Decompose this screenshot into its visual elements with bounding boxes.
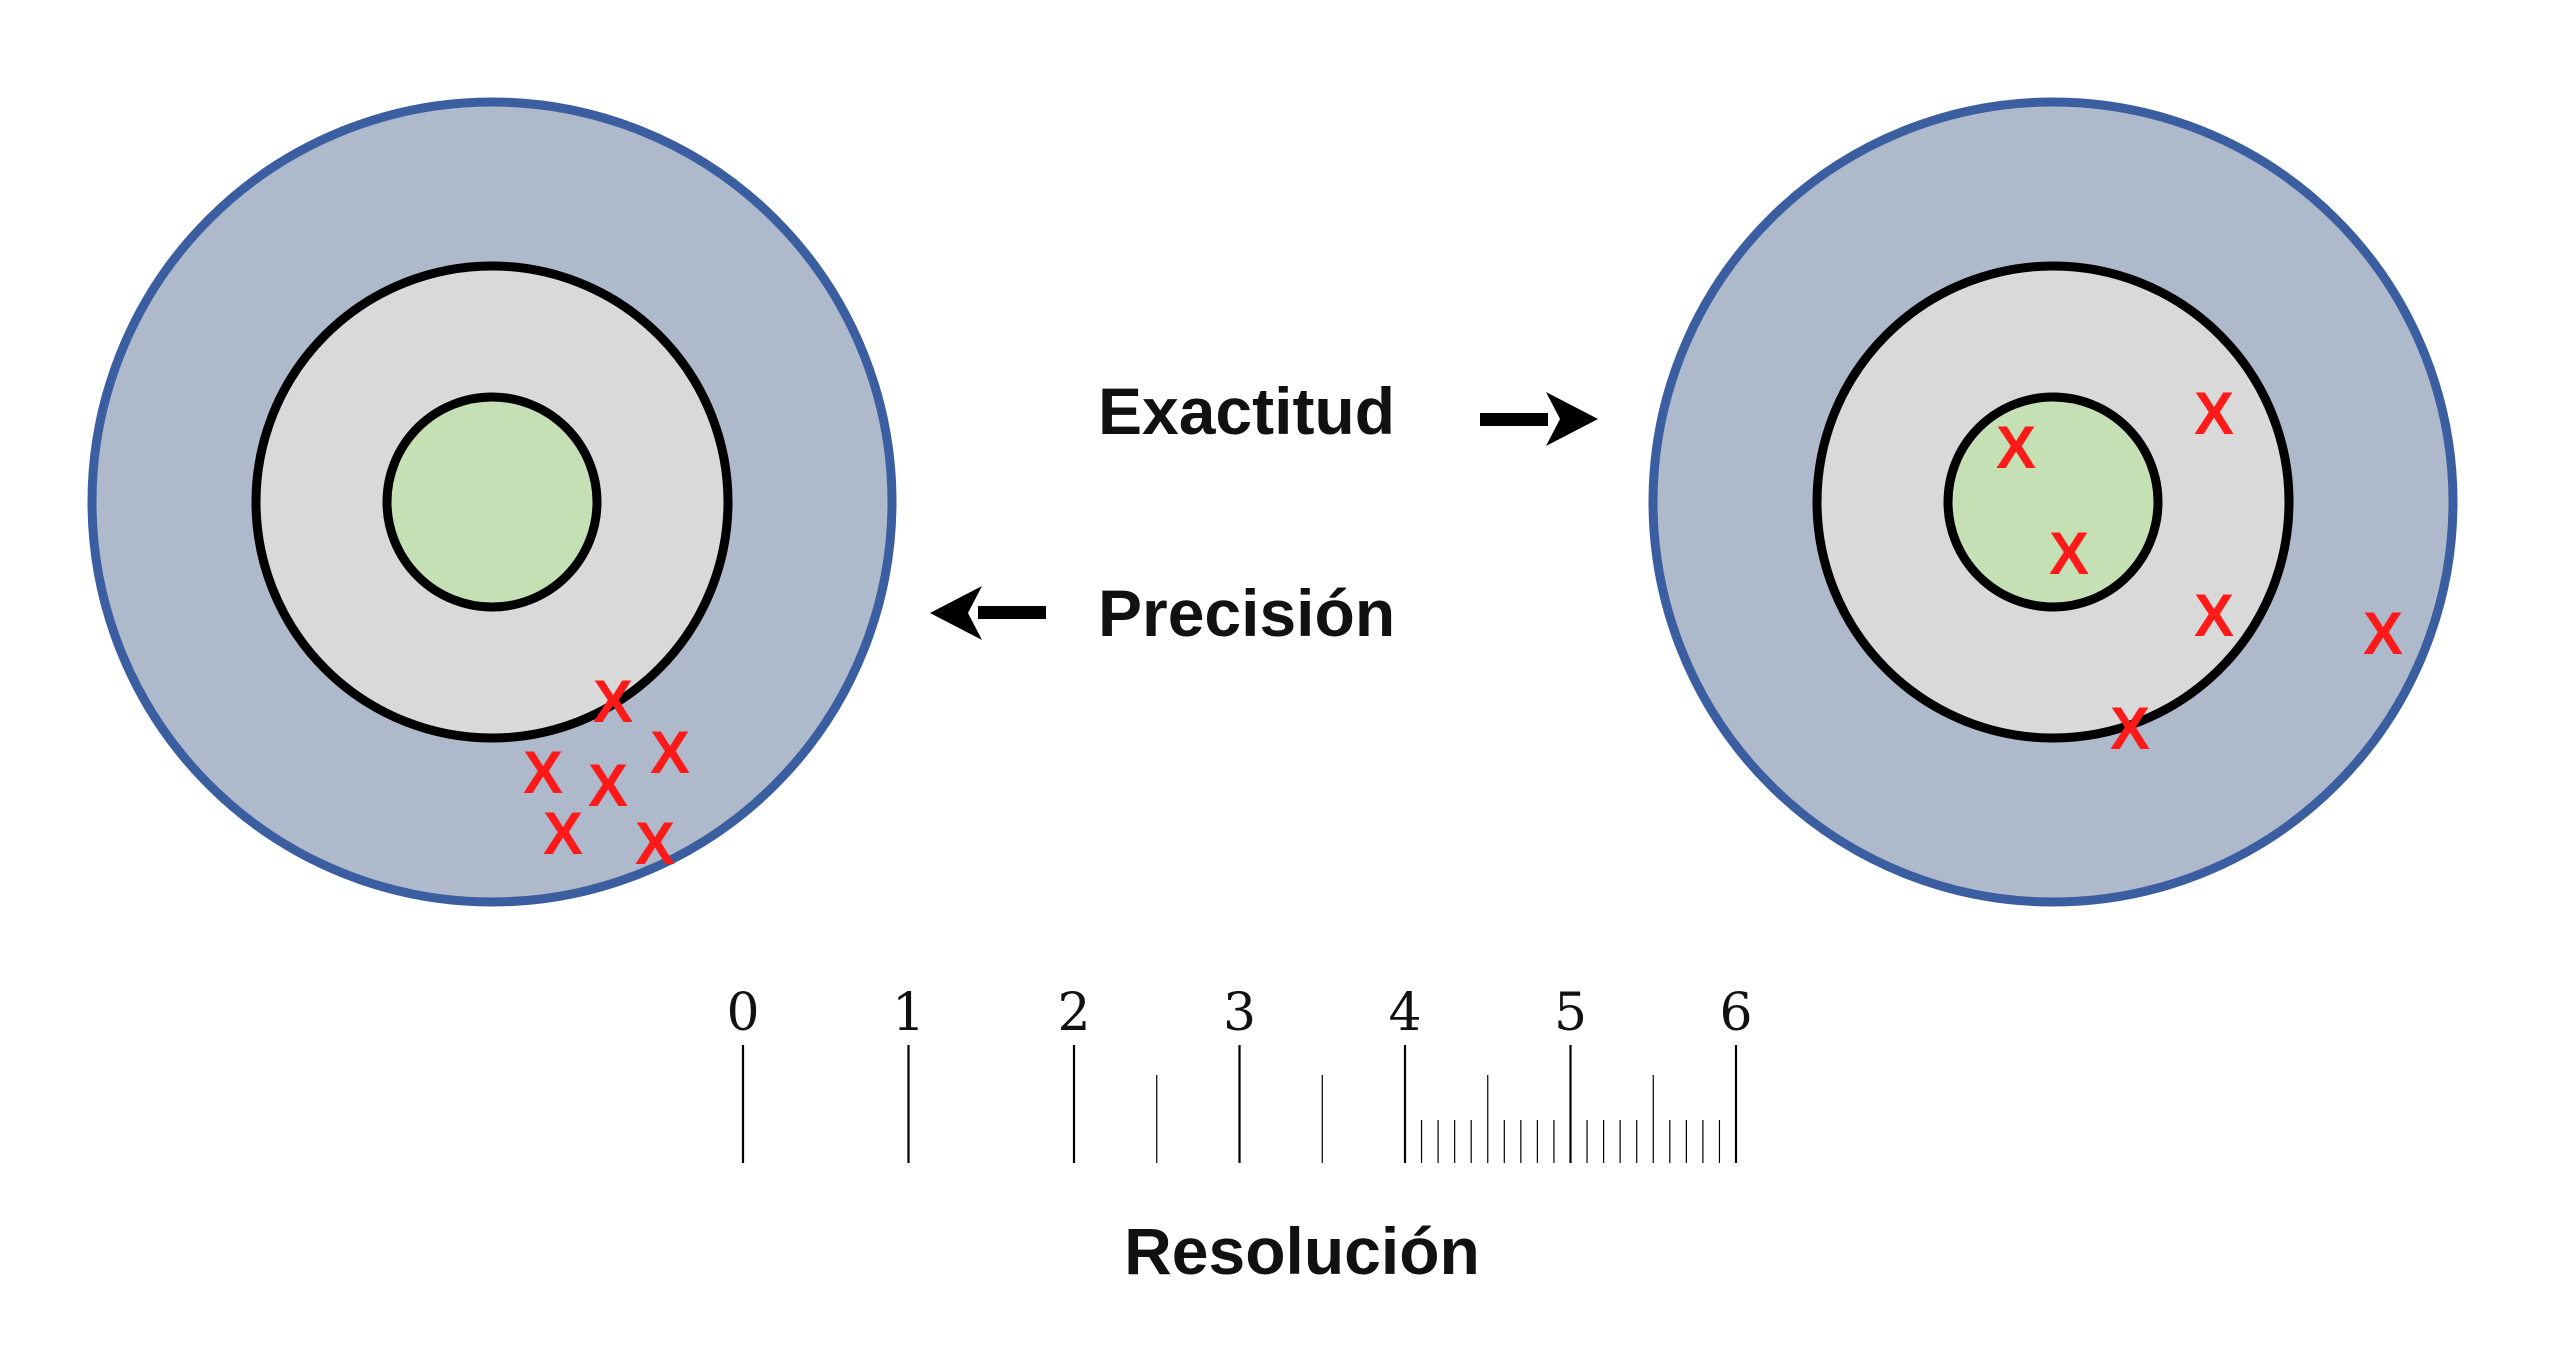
scale-tick-label: 2 bbox=[1057, 983, 1090, 1043]
scale-tick-label: 4 bbox=[1388, 983, 1421, 1043]
scale-tick-label: 5 bbox=[1554, 983, 1587, 1043]
marker-x: X bbox=[1996, 414, 2036, 481]
scale-tick-label: 6 bbox=[1719, 983, 1752, 1043]
bullseye bbox=[382, 392, 602, 612]
marker-x: X bbox=[588, 752, 628, 819]
precision-label: Precisión bbox=[1098, 576, 1395, 650]
accuracy-label: Exactitud bbox=[1098, 374, 1395, 448]
arrow-right-icon bbox=[1480, 392, 1598, 446]
resolution-label: Resolución bbox=[1124, 1214, 1480, 1288]
bullseye bbox=[1943, 392, 2163, 612]
arrow-left-icon bbox=[930, 586, 1046, 640]
marker-x: X bbox=[2363, 600, 2403, 667]
marker-x: X bbox=[635, 810, 675, 877]
resolution-scale: 0 1 2 3 4 5 6 bbox=[726, 983, 1753, 1163]
scale-tick-label: 0 bbox=[726, 983, 759, 1043]
marker-x: X bbox=[543, 800, 583, 867]
precise-target: X X X X X X bbox=[87, 97, 897, 907]
scale-tick-label: 1 bbox=[892, 983, 925, 1043]
scale-tick-label: 3 bbox=[1223, 983, 1256, 1043]
accurate-target: X X X X X X bbox=[1648, 97, 2458, 907]
marker-x: X bbox=[2049, 520, 2089, 587]
marker-x: X bbox=[650, 719, 690, 786]
marker-x: X bbox=[2194, 582, 2234, 649]
marker-x: X bbox=[2194, 380, 2234, 447]
marker-x: X bbox=[2110, 695, 2150, 762]
marker-x: X bbox=[593, 668, 633, 735]
marker-x: X bbox=[523, 739, 563, 806]
